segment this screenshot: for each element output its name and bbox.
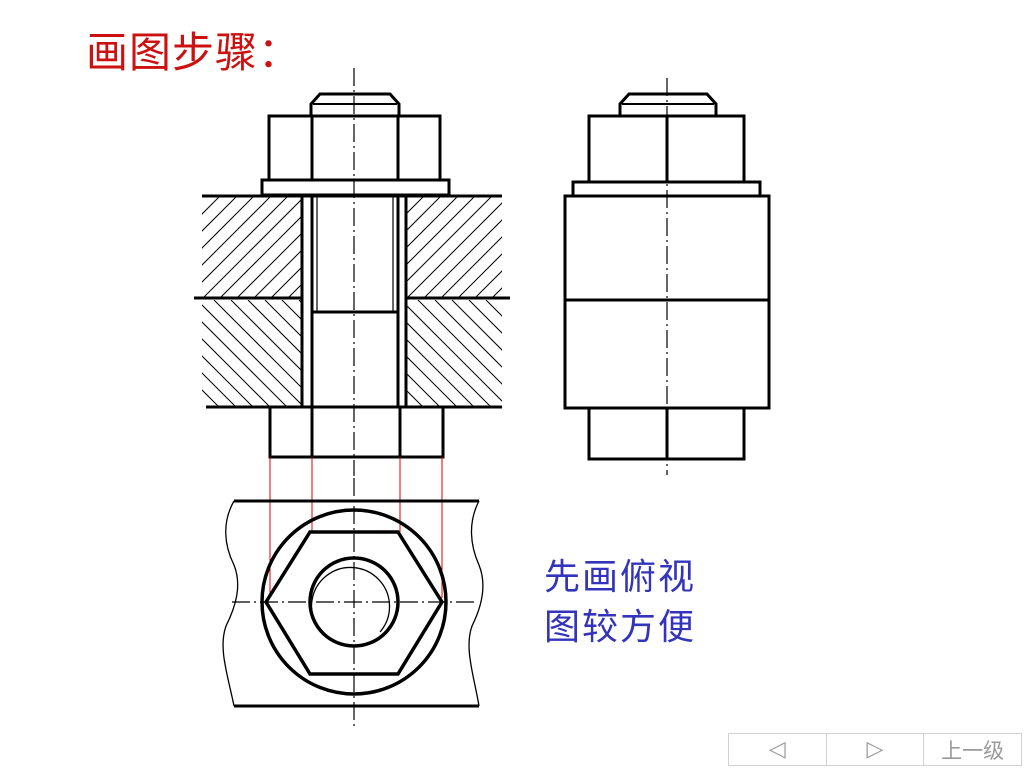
up-level-label: 上一级 — [941, 738, 1005, 763]
bolt-head — [268, 405, 445, 459]
bolt-end-chamfer — [309, 92, 401, 116]
slide-navigation: ◁ ▷ 上一级 — [728, 733, 1022, 766]
up-level-button[interactable]: 上一级 — [924, 734, 1021, 765]
note-line-2: 图较方便 — [544, 607, 697, 648]
hatching — [202, 197, 502, 407]
slide-title: 画图步骤： — [86, 28, 302, 77]
triangle-right-icon: ▷ — [866, 737, 884, 762]
triangle-left-icon: ◁ — [768, 737, 786, 762]
projection-lines — [269, 457, 443, 598]
side-view — [563, 78, 771, 475]
next-button[interactable]: ▷ — [827, 734, 925, 765]
front-view — [194, 68, 510, 476]
break-line-left — [222, 500, 239, 707]
top-view — [222, 478, 484, 728]
washer — [260, 178, 451, 197]
prev-button[interactable]: ◁ — [729, 734, 827, 765]
note-line-1: 先画俯视 — [544, 557, 697, 598]
drawing-note: 先画俯视 图较方便 — [544, 553, 696, 653]
break-line-right — [468, 500, 484, 707]
thread-arc — [310, 566, 391, 633]
